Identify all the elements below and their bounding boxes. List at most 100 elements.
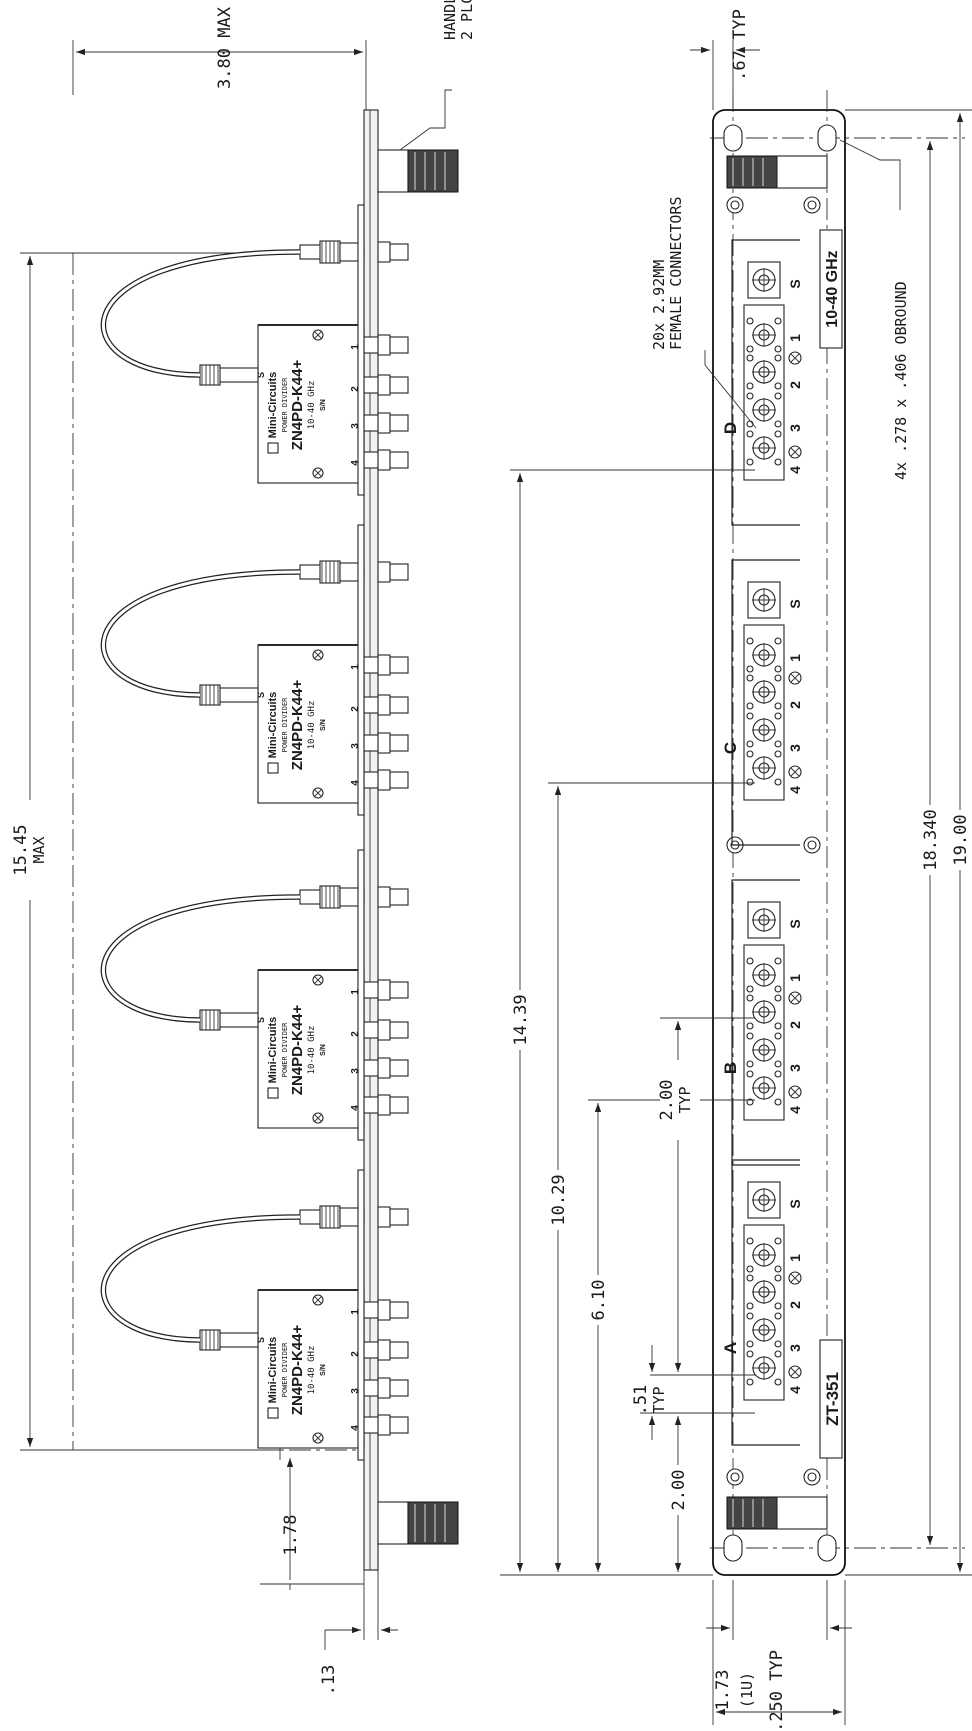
mini-circuits-logo-icon — [267, 1407, 279, 1419]
width-dimension: 3.80 MAX — [72, 6, 367, 115]
sum-port-label: S — [787, 919, 803, 928]
dim-0-51: .51 TYP — [631, 1345, 755, 1440]
module-port-label: 3 — [350, 1068, 361, 1074]
port-number: 3 — [787, 1064, 803, 1072]
module-model: ZN4PD-K44+ — [289, 680, 306, 771]
panel-thickness-value: .13 — [319, 1665, 339, 1696]
module-type: POWER DIVIDER — [281, 697, 289, 753]
sum-port-label: S — [787, 599, 803, 608]
obround-note: 4x .278 x .406 OBROUND — [892, 281, 910, 480]
module-port-label: 4 — [350, 1425, 361, 1431]
module-sum-port: S — [256, 372, 266, 378]
module-type: POWER DIVIDER — [281, 377, 289, 433]
connector-callout: 20x 2.92MM FEMALE CONNECTORS — [650, 196, 757, 429]
module-port-label: 1 — [350, 344, 361, 350]
module-freq: 10-40 GHz — [307, 1346, 317, 1395]
module-body — [257, 324, 365, 484]
panel-thickness-dimension: .13 — [319, 1570, 398, 1695]
dim-0-51-value: .51 — [631, 1385, 651, 1416]
module-port-label: 2 — [350, 1351, 361, 1357]
mini-circuits-logo-icon — [267, 1087, 279, 1099]
model-label-box: ZT-351 — [819, 1339, 843, 1459]
module-port-label: 1 — [350, 1309, 361, 1315]
dim-2-00-typ-note: TYP — [676, 1086, 694, 1113]
module-sn: S/N — [320, 399, 327, 411]
module-port-label: 2 — [350, 386, 361, 392]
handle-note-line2: 2 PLCS — [458, 0, 476, 40]
front-panel-plate — [363, 109, 379, 1571]
length-dim-value: 15.45 — [11, 824, 31, 875]
port-number: 4 — [787, 1106, 803, 1114]
sum-port-label: S — [787, 279, 803, 288]
module-freq: 10-40 GHz — [307, 381, 317, 430]
dim-1-73: 1.73 (1U) — [712, 1580, 846, 1725]
dim-2-00: 2.00 — [666, 1416, 690, 1572]
module-body — [257, 644, 365, 804]
group-letter: B — [721, 1062, 740, 1074]
connector-note-line1: 20x 2.92MM — [650, 260, 668, 350]
module-sum-port: S — [256, 692, 266, 698]
group-letter: A — [721, 1342, 740, 1354]
module-body — [257, 969, 365, 1129]
mini-circuits-logo-icon — [267, 442, 279, 454]
dim-19-00-text: 19.00 — [951, 814, 971, 865]
module-sn: S/N — [320, 719, 327, 731]
port-number: 2 — [787, 381, 803, 389]
module-brand: Mini-Circuits — [267, 692, 279, 759]
module-sum-port: S — [256, 1337, 266, 1343]
module-port-label: 4 — [350, 460, 361, 466]
module-model: ZN4PD-K44+ — [289, 1325, 306, 1416]
module-brand: Mini-Circuits — [267, 1337, 279, 1404]
front-handle-bottom — [726, 1496, 828, 1530]
dim-10-29-text: 10.29 — [549, 1174, 569, 1225]
module-brand: Mini-Circuits — [267, 1017, 279, 1084]
group-letter: C — [721, 742, 740, 754]
module-port-label: 3 — [350, 1388, 361, 1394]
dim-14-39: 14.39 — [508, 469, 755, 1572]
connector-note-line2: FEMALE CONNECTORS — [667, 196, 685, 350]
module-type: POWER DIVIDER — [281, 1022, 289, 1078]
module-sum-port: S — [256, 1017, 266, 1023]
port-number: 4 — [787, 786, 803, 794]
module-port-label: 1 — [350, 989, 361, 995]
handle-bottom — [377, 1501, 459, 1545]
module-sn: S/N — [320, 1044, 327, 1056]
module-freq: 10-40 GHz — [307, 1026, 317, 1075]
dim-10-29: 10.29 — [546, 782, 755, 1572]
group-letter: D — [721, 422, 740, 434]
dim-2-00-typ: 2.00 TYP — [650, 1017, 755, 1376]
module-model: ZN4PD-K44+ — [289, 360, 306, 451]
model-label: ZT-351 — [823, 1372, 842, 1426]
length-dim-note: MAX — [30, 836, 48, 863]
dim-1-250-text: 1.250 TYP — [767, 1650, 787, 1731]
dim-6-10: 6.10 — [586, 1099, 755, 1572]
dim-1-73-note: (1U) — [738, 1672, 756, 1708]
hole-spacing-dimension: .67 TYP — [690, 9, 760, 110]
hole-spacing-text: .67 TYP — [730, 9, 750, 81]
dim-0-51-note: TYP — [650, 1386, 668, 1413]
obround-callout: 4x .278 x .406 OBROUND — [839, 139, 910, 480]
mini-circuits-logo-icon — [267, 762, 279, 774]
port-number: 3 — [787, 1344, 803, 1352]
handle-callout: HANDLE 2 PLCS — [399, 0, 476, 151]
module-port-label: 1 — [350, 664, 361, 670]
module-type: POWER DIVIDER — [281, 1342, 289, 1398]
module-body — [257, 1289, 365, 1449]
port-number: 2 — [787, 1021, 803, 1029]
front-handle-top — [726, 155, 828, 189]
module-model: ZN4PD-K44+ — [289, 1005, 306, 1096]
dim-6-10-text: 6.10 — [589, 1280, 609, 1321]
port-number: 1 — [787, 974, 803, 982]
module-port-label: 3 — [350, 423, 361, 429]
module-port-label: 4 — [350, 780, 361, 786]
module-port-label: 2 — [350, 1031, 361, 1037]
